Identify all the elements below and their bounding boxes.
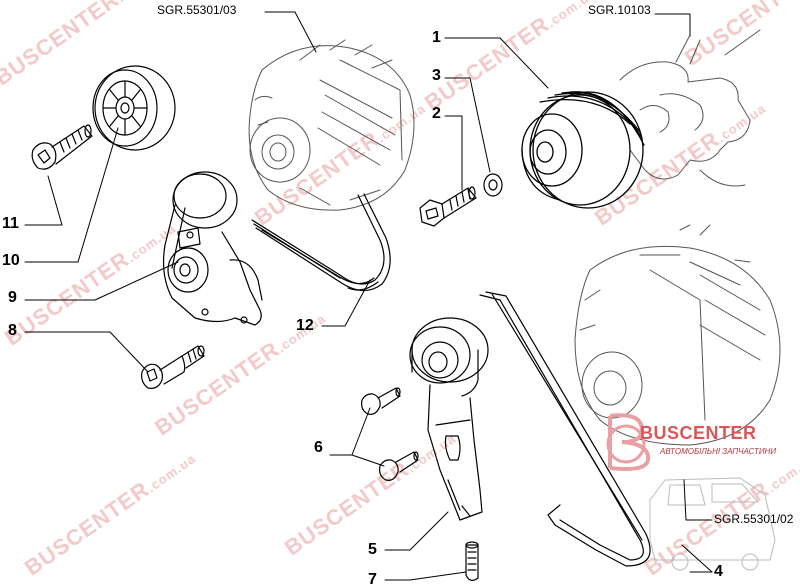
callout-7: 7	[368, 571, 377, 588]
callout-9: 9	[8, 289, 17, 306]
bracket-bolt-lower	[379, 451, 419, 481]
logo-tagline: АВТОМОБІЛЬНІ ЗАПЧАСТИНИ	[660, 447, 777, 456]
alternator-top	[248, 39, 415, 211]
belt-tensioner	[162, 171, 263, 326]
bracket-bolt-upper	[361, 387, 401, 415]
callout-10: 10	[2, 252, 20, 269]
auxiliary-belt-long	[479, 291, 651, 567]
idler-pulley	[92, 65, 176, 151]
alternator-bottom	[574, 224, 781, 446]
idler-screw	[31, 124, 93, 170]
buscenter-logo-icon	[606, 413, 651, 471]
callout-12: 12	[296, 317, 314, 334]
callout-4: 4	[714, 563, 723, 580]
van-silhouette	[649, 477, 776, 571]
crankshaft	[619, 29, 761, 187]
washer	[483, 173, 503, 197]
callout-5: 5	[368, 541, 377, 558]
callout-2: 2	[432, 105, 441, 122]
callout-3: 3	[432, 67, 441, 84]
callout-6: 6	[314, 439, 323, 456]
auxiliary-belt-short	[251, 193, 391, 292]
tensioner-bolt	[141, 345, 205, 389]
reference-crankshaft: SGR.10103	[588, 3, 651, 17]
tensioner-pulley-bracket	[409, 317, 489, 521]
callout-1: 1	[432, 29, 441, 46]
bracket-mounting-bolt	[465, 541, 479, 581]
pulley-bolt	[419, 186, 477, 227]
callout-11: 11	[2, 215, 19, 232]
crankshaft-pulley	[521, 91, 645, 209]
leader-lines	[24, 11, 713, 581]
callout-8: 8	[8, 322, 17, 339]
logo-brand-name: BUSCENTER	[640, 423, 757, 443]
reference-alternator-bottom: SGR.55301/02	[714, 512, 794, 526]
reference-alternator-top: SGR.55301/03	[157, 3, 237, 17]
